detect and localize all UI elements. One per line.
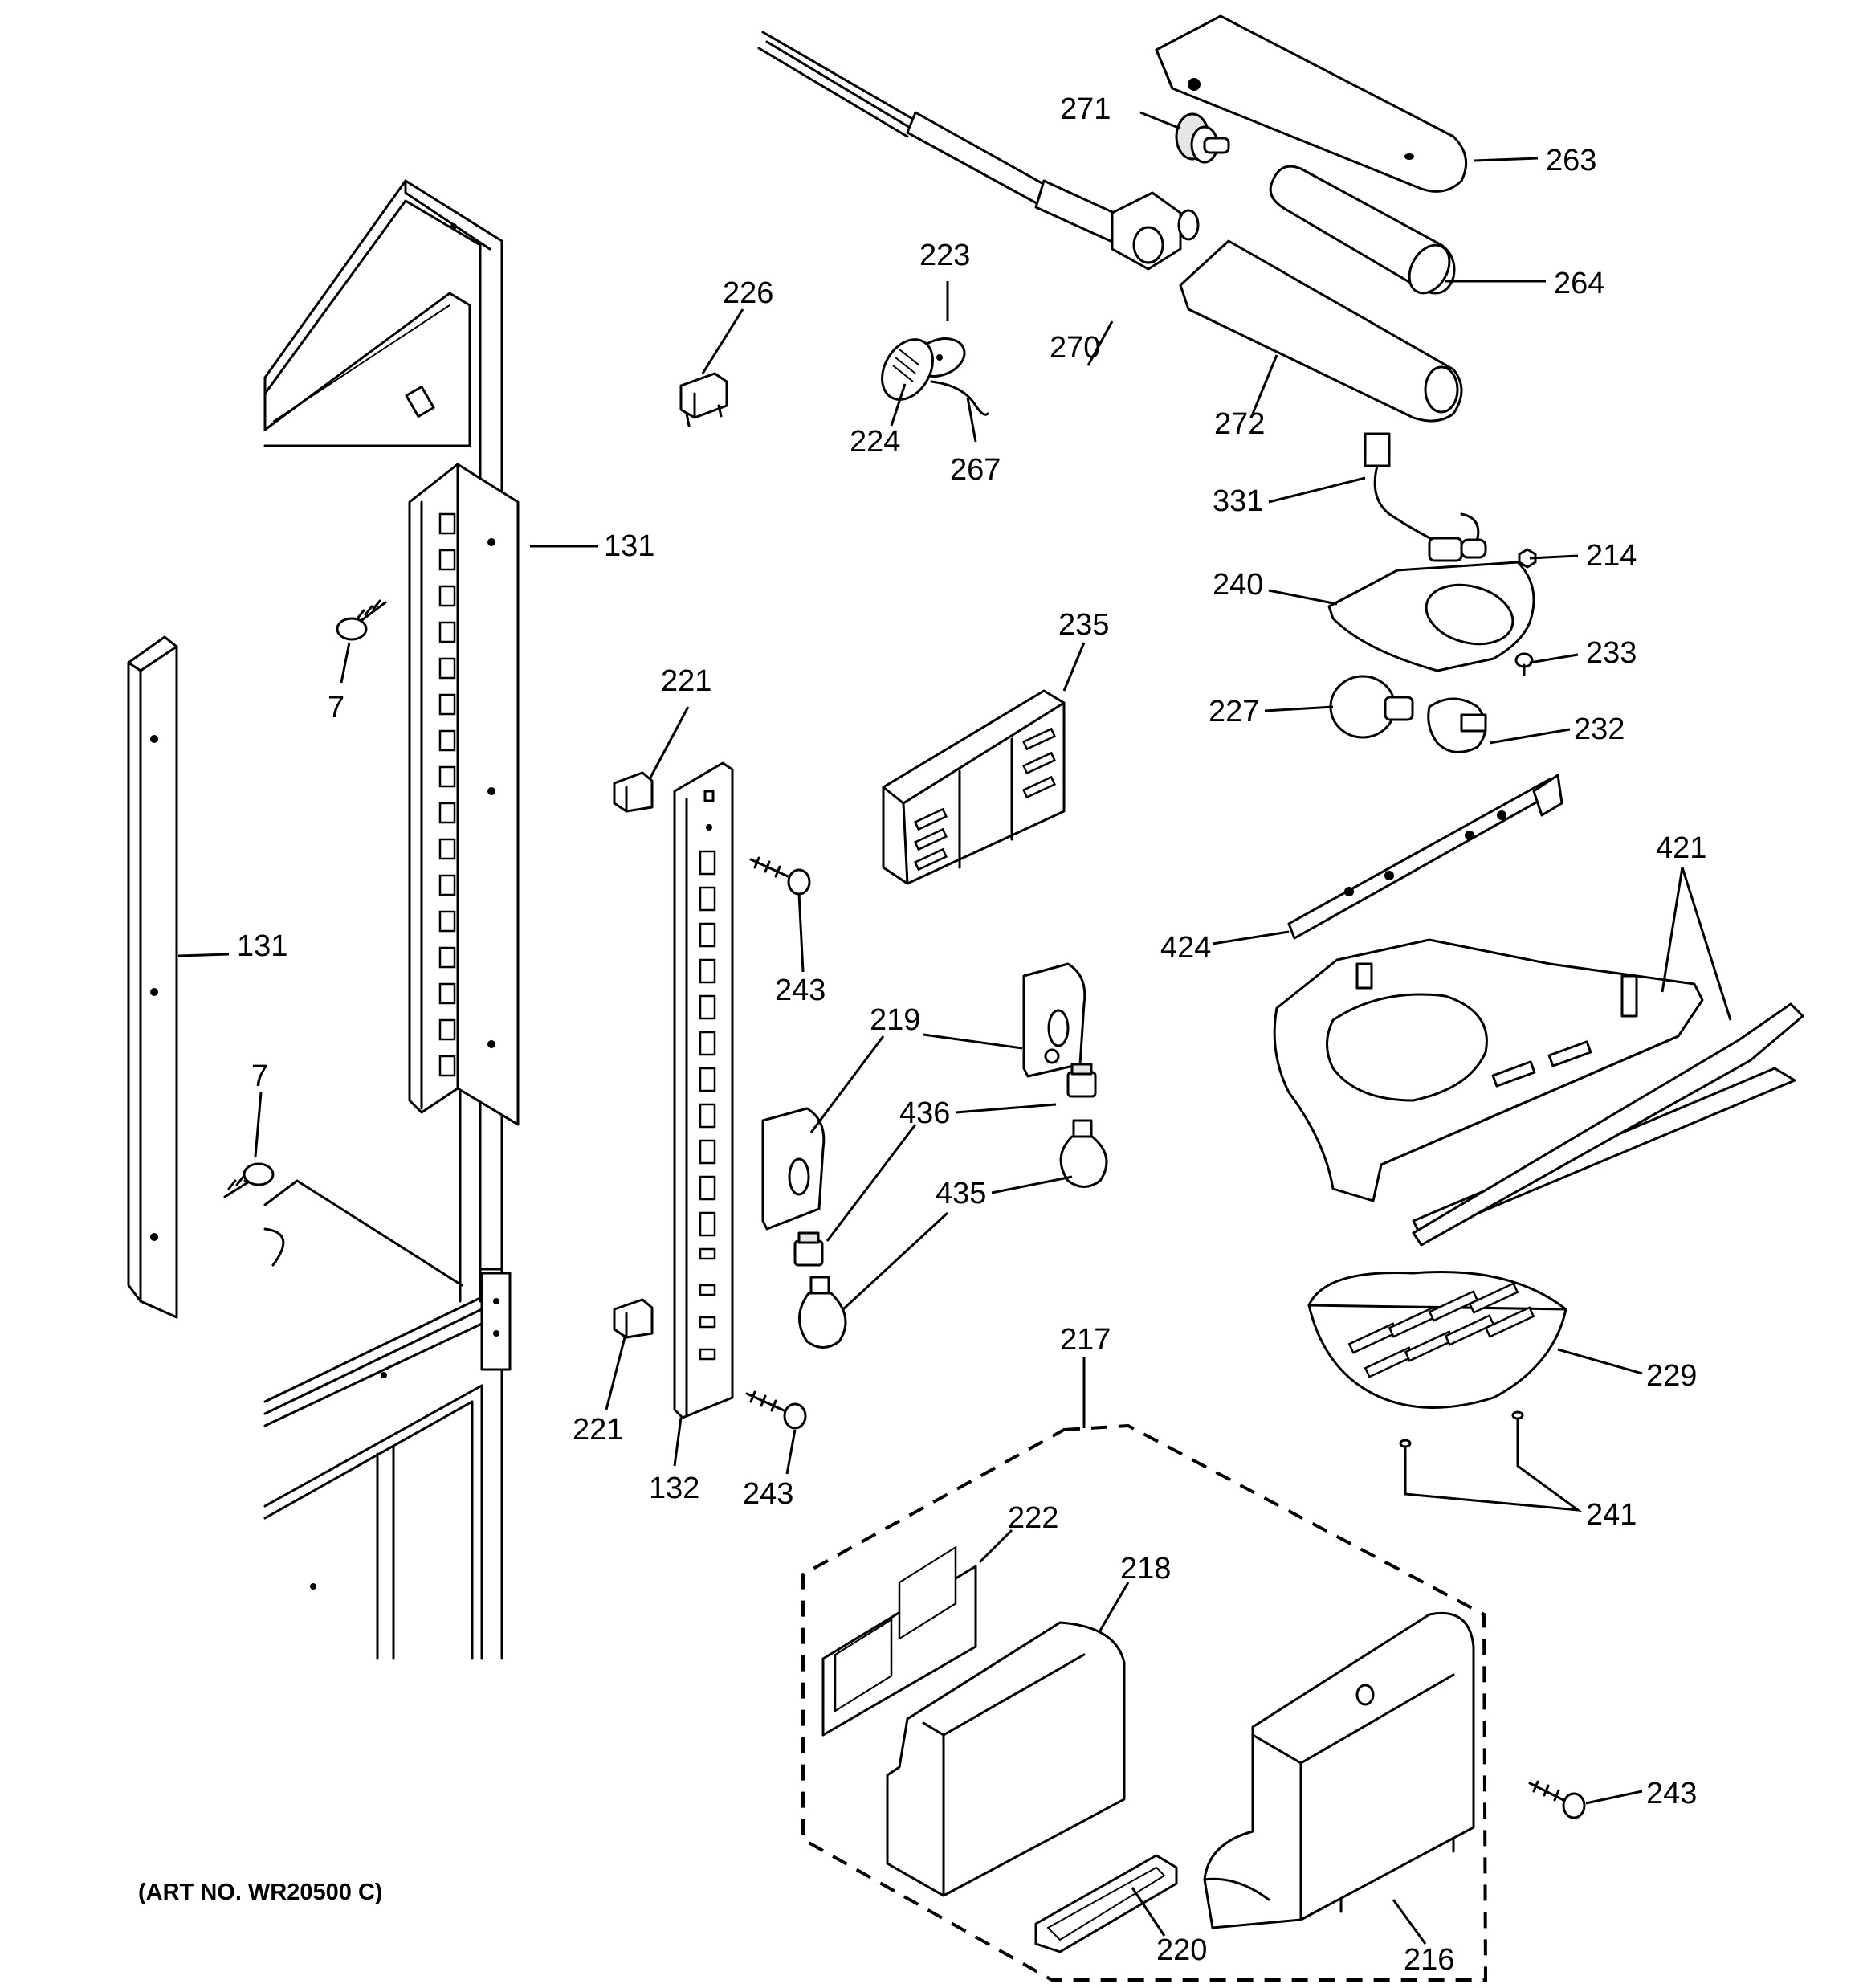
label-221-upper: 221 — [661, 664, 711, 698]
part-220-gasket — [1034, 1854, 1178, 1953]
clip-221-lower — [613, 1298, 654, 1339]
part-232-socket — [1427, 697, 1487, 753]
part-219-cover-left — [761, 1107, 826, 1231]
part-264-filter — [1269, 165, 1456, 295]
kit-217-boundary — [801, 1423, 1488, 1982]
part-263-cover — [1155, 14, 1468, 193]
label-272: 272 — [1214, 407, 1265, 441]
part-421-light-housing — [1273, 938, 1796, 1239]
label-243-right: 243 — [1646, 1777, 1697, 1810]
part-219-cover-right — [1022, 962, 1086, 1078]
screw-243-upper — [749, 856, 811, 896]
vent-louvers-right — [1022, 727, 1056, 799]
part-331-harness — [1364, 432, 1487, 562]
part-241-screws — [1399, 1410, 1524, 1496]
part-labels: 271 263 264 223 226 270 224 267 272 331 … — [237, 92, 1706, 1977]
label-263: 263 — [1546, 144, 1596, 178]
part-272-housing — [1179, 239, 1463, 423]
part-436-socket-left — [793, 1231, 824, 1267]
leader-lines — [177, 111, 1732, 1945]
label-216: 216 — [1404, 1943, 1454, 1977]
part-229-ribs — [1347, 1282, 1535, 1378]
part-267-wire — [930, 380, 989, 416]
part-227-bulb — [1329, 675, 1414, 739]
screw-7-lower — [223, 1162, 275, 1198]
label-229: 229 — [1646, 1359, 1697, 1393]
part-131-upper-bracket — [408, 463, 520, 1126]
part-218-cover — [886, 1621, 1126, 1897]
part-226-switch — [679, 372, 728, 427]
label-7-lower: 7 — [251, 1059, 268, 1093]
label-131-lower: 131 — [237, 929, 287, 963]
label-217: 217 — [1060, 1323, 1111, 1357]
label-243-upper: 243 — [775, 974, 826, 1007]
part-436-socket-right — [1066, 1063, 1097, 1098]
part-132-rail — [673, 761, 734, 1419]
screw-243-lower — [745, 1390, 807, 1430]
label-222: 222 — [1008, 1501, 1058, 1535]
label-219: 219 — [870, 1003, 920, 1037]
label-220: 220 — [1156, 1933, 1207, 1967]
label-271: 271 — [1060, 92, 1111, 126]
label-270: 270 — [1050, 331, 1100, 365]
label-132: 132 — [649, 1472, 699, 1505]
part-131-slots — [438, 512, 456, 1077]
label-226: 226 — [723, 276, 773, 310]
label-218: 218 — [1120, 1552, 1171, 1586]
label-223: 223 — [919, 239, 970, 272]
label-224: 224 — [850, 425, 900, 459]
screw-7-upper — [336, 599, 387, 641]
part-216-housing — [1203, 1611, 1475, 1929]
label-331: 331 — [1213, 484, 1263, 518]
label-233: 233 — [1586, 636, 1637, 670]
part-435-bulb-right — [1059, 1119, 1108, 1188]
label-232: 232 — [1574, 712, 1625, 746]
label-267: 267 — [950, 453, 1001, 487]
label-241: 241 — [1586, 1498, 1637, 1532]
part-271-cap — [1175, 112, 1230, 164]
label-214: 214 — [1586, 539, 1637, 573]
water-tube — [757, 31, 1142, 251]
clip-221-upper — [613, 771, 654, 813]
part-222-gasket — [821, 1545, 977, 1737]
part-240-lamp-socket-plate — [1327, 561, 1535, 672]
part-229-shade — [1307, 1270, 1567, 1409]
screw-243-right — [1528, 1780, 1586, 1819]
label-424: 424 — [1160, 931, 1211, 965]
label-131-upper: 131 — [604, 529, 654, 563]
vent-louvers-left — [914, 807, 948, 872]
label-227: 227 — [1209, 695, 1259, 729]
label-235: 235 — [1058, 608, 1109, 642]
label-240: 240 — [1213, 568, 1263, 602]
label-243-lower: 243 — [743, 1477, 793, 1511]
label-221-lower: 221 — [573, 1413, 623, 1447]
part-224-grille — [881, 338, 934, 401]
label-7-upper: 7 — [328, 691, 344, 725]
part-132-slots — [699, 850, 716, 1361]
part-421-lens-strip — [1412, 1002, 1804, 1247]
part-235-vent — [882, 689, 1066, 885]
part-424-control-board — [1287, 774, 1563, 940]
label-436: 436 — [899, 1096, 950, 1130]
label-264: 264 — [1554, 267, 1604, 300]
part-131-lower-bracket — [127, 635, 178, 1319]
part-270-fitting — [1111, 191, 1200, 271]
label-421: 421 — [1656, 831, 1706, 865]
label-435: 435 — [936, 1177, 986, 1210]
part-233-screw — [1514, 652, 1534, 676]
part-435-bulb-left — [798, 1276, 847, 1349]
art-number: (ART NO. WR20500 C) — [138, 1880, 383, 1905]
